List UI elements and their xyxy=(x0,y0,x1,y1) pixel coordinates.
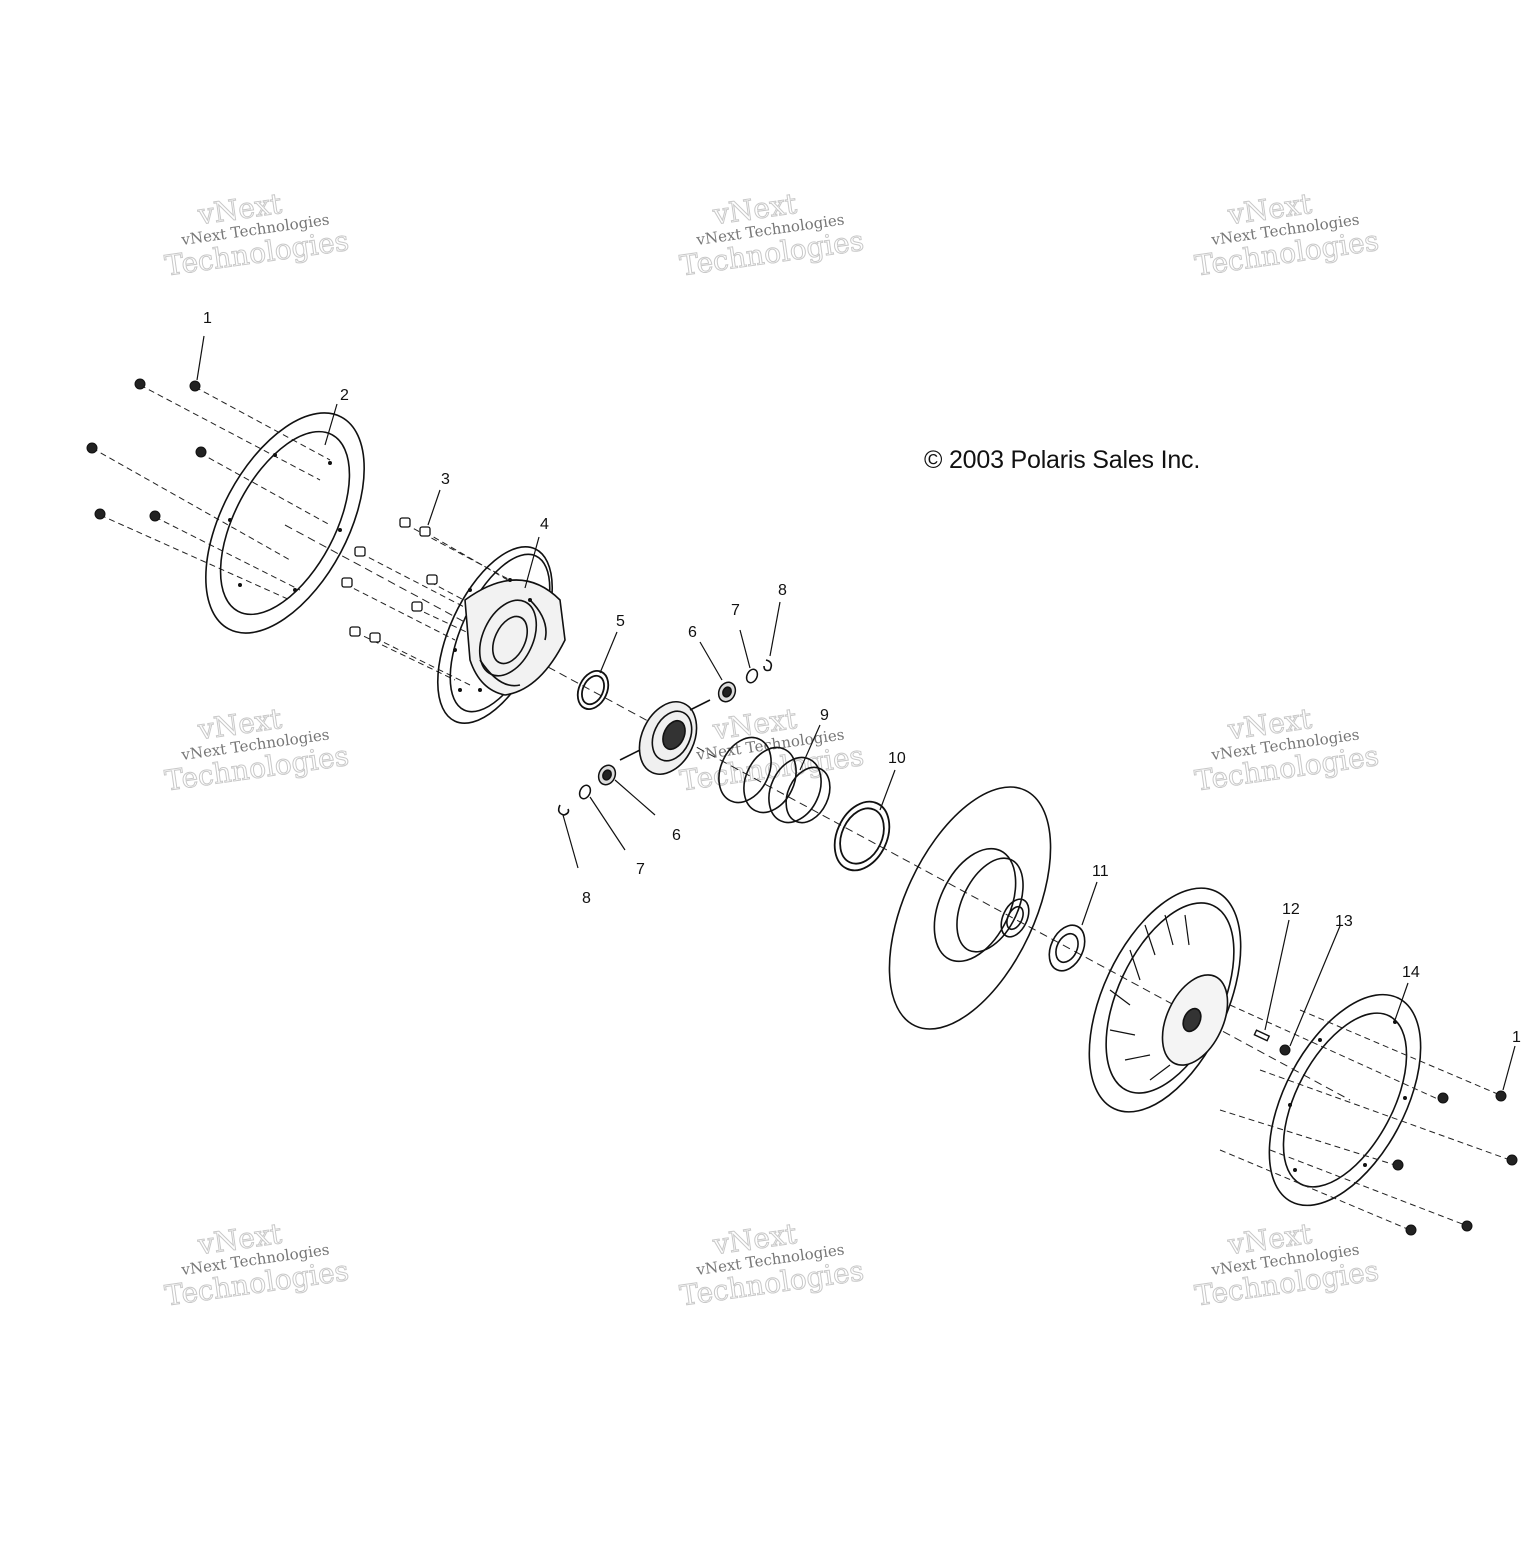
part-9-spring xyxy=(718,736,831,824)
watermark-bottom-right: vNext vNext Technologies Technologies xyxy=(1192,1216,1381,1313)
part-3-screws xyxy=(341,517,438,643)
callout-8-upper: 8 xyxy=(778,582,787,599)
part-13-nut xyxy=(1279,1044,1291,1056)
callout-11: 11 xyxy=(1092,863,1109,880)
callout-6-lower: 6 xyxy=(672,827,681,844)
center-hub-assembly xyxy=(619,699,711,775)
part-7-washer-lower xyxy=(578,784,592,800)
part-5-ring xyxy=(576,670,610,710)
part-12-pin xyxy=(1253,1029,1271,1042)
part-6-bearing-upper xyxy=(717,681,737,703)
copyright-notice: © 2003 Polaris Sales Inc. xyxy=(924,446,1201,474)
callout-10: 10 xyxy=(888,750,906,767)
part-8-clip-lower xyxy=(557,804,570,816)
watermark-top-left: vNext vNext Technologies Technologies xyxy=(162,186,351,283)
callout-2: 2 xyxy=(340,387,349,404)
callout-4: 4 xyxy=(540,516,549,533)
watermark-top-center: vNext vNext Technologies Technologies xyxy=(677,186,866,283)
watermark-mid-center: vNext vNext Technologies Technologies xyxy=(677,701,866,798)
part-4-spider-housing xyxy=(436,546,566,724)
callout-6-upper: 6 xyxy=(688,624,697,641)
finned-sheave xyxy=(1088,887,1242,1113)
watermark-top-right: vNext vNext Technologies Technologies xyxy=(1192,186,1381,283)
callout-14: 14 xyxy=(1402,964,1420,981)
part-14-cover-ring xyxy=(1268,993,1422,1207)
callout-9: 9 xyxy=(820,707,829,724)
part-1-screws-left xyxy=(86,378,207,522)
part-6-bearing-lower xyxy=(597,764,617,786)
part-11-washer xyxy=(1048,924,1086,972)
callout-8-lower: 8 xyxy=(582,890,591,907)
callout-1-right: 1 xyxy=(1512,1029,1521,1046)
part-8-clip-upper xyxy=(763,659,773,672)
callout-3: 3 xyxy=(441,471,450,488)
part-10-ring xyxy=(833,800,891,872)
watermark-bottom-center: vNext vNext Technologies Technologies xyxy=(677,1216,866,1313)
watermark-bottom-left: vNext vNext Technologies Technologies xyxy=(162,1216,351,1313)
sheave-disc xyxy=(888,786,1052,1030)
part-7-washer-upper xyxy=(745,668,759,684)
callout-7-upper: 7 xyxy=(731,602,740,619)
callout-5: 5 xyxy=(616,613,625,630)
callout-13: 13 xyxy=(1335,913,1353,930)
watermark-mid-right: vNext vNext Technologies Technologies xyxy=(1192,701,1381,798)
callout-1-left: 1 xyxy=(203,310,212,327)
callout-7-lower: 7 xyxy=(636,861,645,878)
callout-12: 12 xyxy=(1282,901,1300,918)
watermark-mid-left: vNext vNext Technologies Technologies xyxy=(162,701,351,798)
callout-labels: 1 2 3 4 5 6 7 8 9 10 11 12 13 14 1 6 7 8 xyxy=(203,310,1521,1046)
callout-leaders xyxy=(196,335,1516,1091)
part-2-cover-ring xyxy=(205,412,365,634)
part-1-screws-right xyxy=(1392,1090,1518,1236)
right-bolt-leader-lines xyxy=(1219,1004,1511,1231)
left-bolt-leader-lines xyxy=(91,384,526,686)
